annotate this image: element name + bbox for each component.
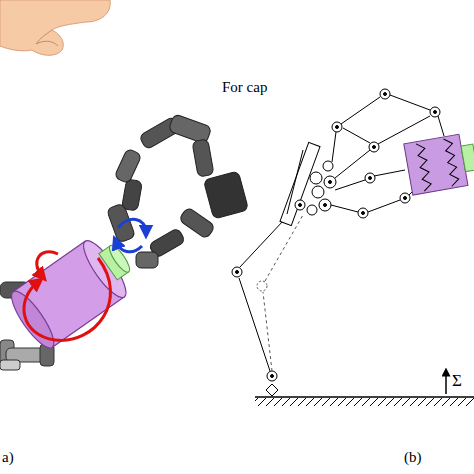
robot-hand-render <box>0 114 249 370</box>
panel-label: a) <box>2 450 14 465</box>
caption-label: For cap <box>222 80 267 95</box>
kinematic-schematic <box>232 89 474 406</box>
panel-label: (b) <box>404 450 422 465</box>
frame-symbol: Σ <box>452 372 462 389</box>
human-hand <box>0 0 110 55</box>
